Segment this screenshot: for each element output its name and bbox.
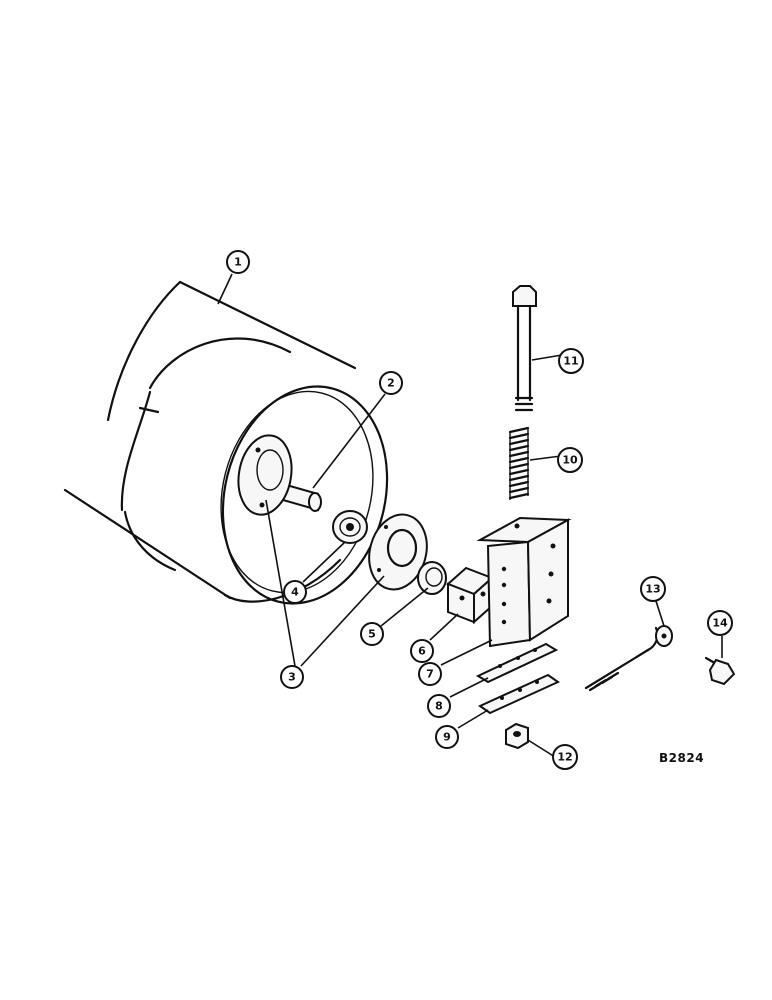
leader-lines xyxy=(217,273,723,758)
figure-code: B2824 xyxy=(659,751,704,765)
callout-label: 10 xyxy=(562,454,578,467)
collar xyxy=(417,561,447,595)
callout-4: 4 xyxy=(283,580,307,604)
callout-2: 2 xyxy=(379,371,403,395)
callout-6: 6 xyxy=(410,639,434,663)
callout-label: 6 xyxy=(418,645,426,658)
callout-3: 3 xyxy=(280,665,304,689)
callout-label: 1 xyxy=(234,256,242,269)
callout-12: 12 xyxy=(552,744,578,770)
bearing-flange xyxy=(368,513,428,591)
drum-roller xyxy=(63,280,389,605)
callout-label: 8 xyxy=(435,700,443,713)
callout-8: 8 xyxy=(427,694,451,718)
callout-11: 11 xyxy=(558,348,584,374)
callout-label: 12 xyxy=(557,751,572,764)
flange-plate xyxy=(237,434,293,516)
cap-screw xyxy=(704,656,736,686)
callout-label: 2 xyxy=(387,377,395,390)
callout-label: 4 xyxy=(291,586,299,599)
hex-nut xyxy=(505,722,529,750)
eye-bolt xyxy=(584,625,673,692)
callout-label: 14 xyxy=(712,617,728,630)
compression-spring xyxy=(508,426,530,500)
callout-label: 13 xyxy=(645,583,660,596)
callout-label: 11 xyxy=(563,355,578,368)
callout-10: 10 xyxy=(557,447,583,473)
bearing xyxy=(332,510,368,544)
callout-label: 5 xyxy=(368,628,376,641)
bearing-block xyxy=(446,566,494,625)
callout-1: 1 xyxy=(226,250,250,274)
callout-7: 7 xyxy=(418,662,442,686)
callout-5: 5 xyxy=(360,622,384,646)
callout-9: 9 xyxy=(435,725,459,749)
callout-label: 7 xyxy=(426,668,434,681)
callout-label: 3 xyxy=(288,671,296,684)
callout-13: 13 xyxy=(640,576,666,602)
long-bolt xyxy=(512,285,537,412)
bracket xyxy=(476,516,572,648)
callout-label: 9 xyxy=(443,731,451,744)
callout-14: 14 xyxy=(707,610,733,636)
